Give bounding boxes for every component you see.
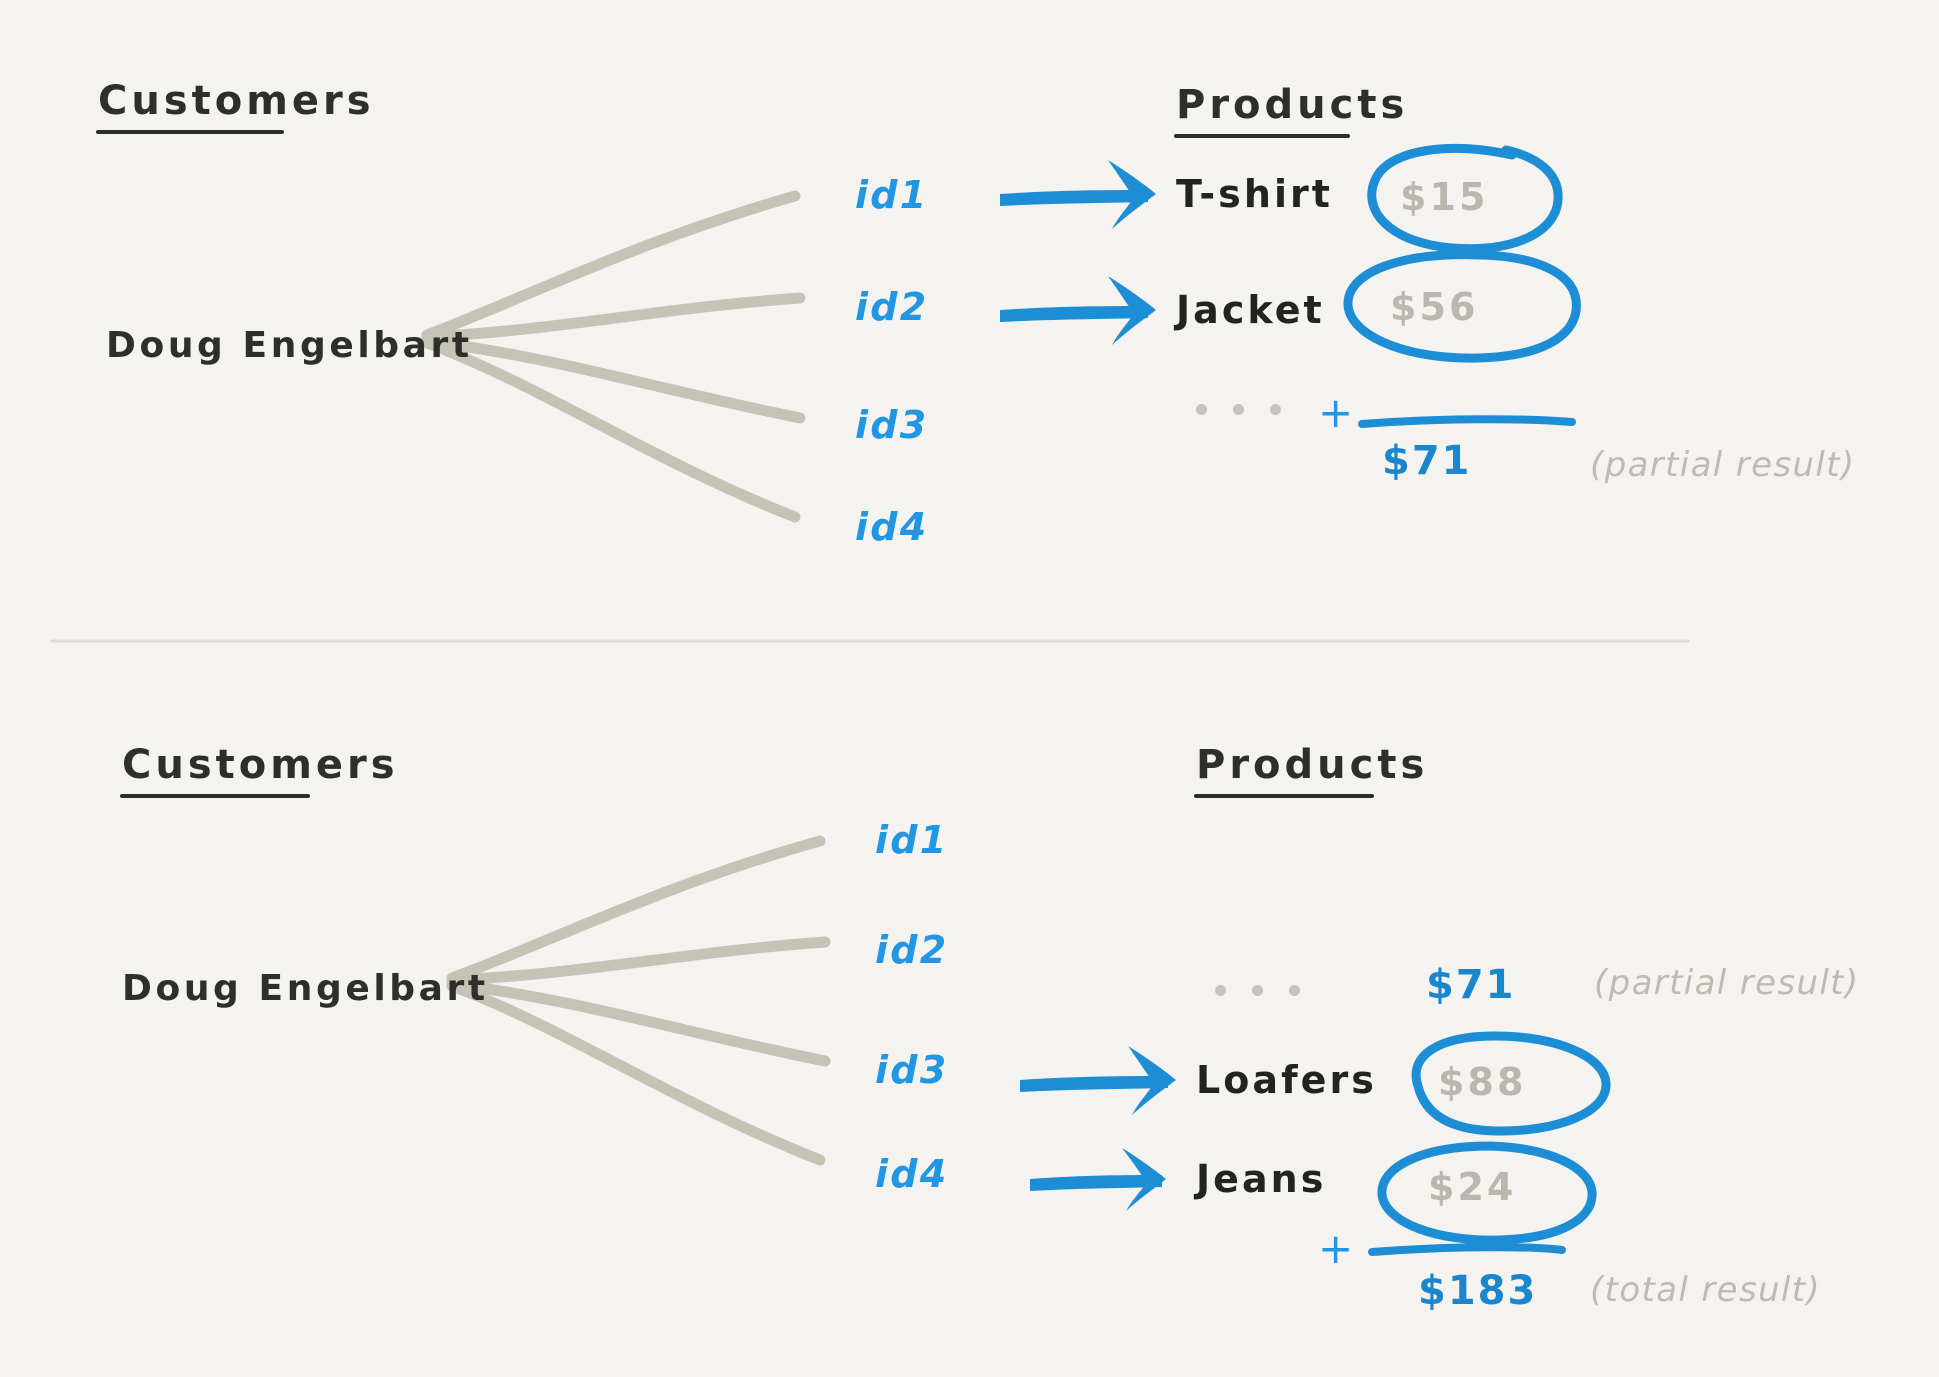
id-label-bottom-4[interactable]: id4 [875,1152,949,1196]
price-tshirt: $15 [1400,175,1489,219]
product-label-jacket: Jacket [1176,288,1325,332]
product-label-tshirt: T-shirt [1176,172,1333,216]
plus-sign-bottom: + [1318,1224,1356,1273]
arrow-id2-jacket [1000,276,1156,345]
fan-lines-top [421,190,806,523]
id-label-top-3[interactable]: id3 [855,403,929,447]
products-heading-underline-top [1174,134,1350,138]
products-heading-bottom: Products [1196,742,1429,788]
carried-partial-sum-bottom: $71 [1426,962,1516,1008]
id-label-top-1[interactable]: id1 [855,173,929,217]
customers-heading-top: Customers [98,78,375,124]
ellipsis-top [1196,404,1281,415]
partial-result-note-bottom: (partial result) [1594,963,1860,1003]
sum-rule-top [1358,415,1576,428]
arrow-id3-loafers [1020,1046,1176,1115]
ellipsis-bottom [1215,985,1300,996]
customers-heading-underline-top [96,130,284,134]
customer-name-bottom: Doug Engelbart [122,968,489,1009]
arrow-id4-jeans [1030,1148,1166,1211]
id-label-bottom-3[interactable]: id3 [875,1048,949,1092]
customers-heading-underline-bottom [120,794,310,798]
customer-name-top: Doug Engelbart [106,325,473,366]
sum-rule-bottom [1368,1243,1566,1256]
price-jeans: $24 [1428,1165,1517,1209]
id-label-top-4[interactable]: id4 [855,505,929,549]
id-label-bottom-2[interactable]: id2 [875,928,949,972]
products-heading-underline-bottom [1194,794,1374,798]
plus-sign-top: + [1318,388,1356,437]
total-sum-bottom: $183 [1418,1268,1538,1314]
fan-lines-bottom [446,835,831,1166]
customers-heading-bottom: Customers [122,742,399,788]
total-result-note: (total result) [1590,1270,1822,1310]
products-heading-top: Products [1176,82,1409,128]
product-label-loafers: Loafers [1196,1058,1377,1102]
partial-result-note-top: (partial result) [1590,445,1856,485]
arrow-id1-tshirt [1000,160,1156,229]
id-label-bottom-1[interactable]: id1 [875,818,949,862]
price-jacket: $56 [1390,285,1479,329]
product-label-jeans: Jeans [1196,1157,1327,1201]
price-loafers: $88 [1438,1060,1527,1104]
id-label-top-2[interactable]: id2 [855,285,929,329]
partial-sum-top: $71 [1382,438,1472,484]
